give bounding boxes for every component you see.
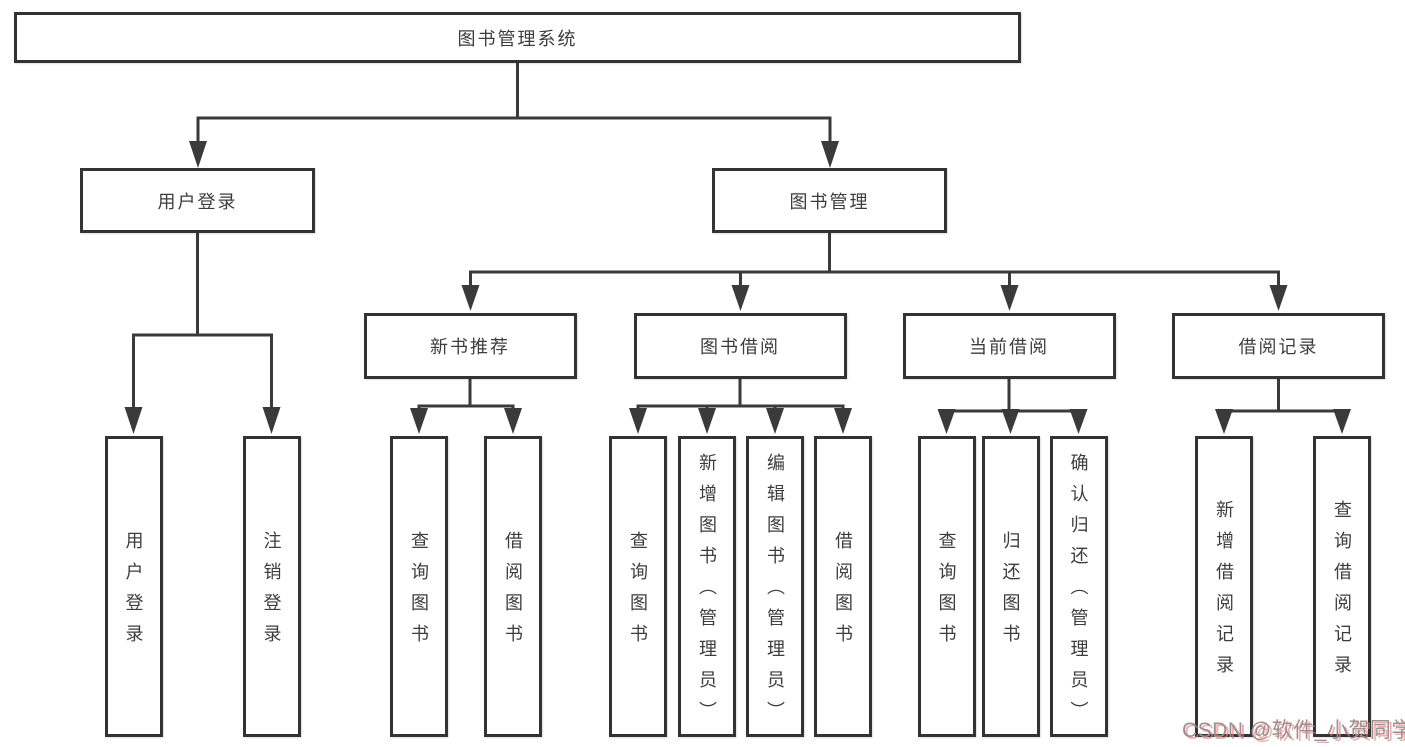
leaf-record-query-borrow-record-label: 查询借阅记录 — [1332, 499, 1352, 686]
node-library-management-system-label: 图书管理系统 — [457, 28, 578, 49]
node-book-management: 图书管理 — [712, 168, 947, 233]
leaf-newrec-borrow-books: 借阅图书 — [484, 436, 542, 737]
node-book-borrowing-label: 图书借阅 — [700, 337, 780, 357]
leaf-newrec-query-books-label: 查询图书 — [409, 530, 429, 655]
leaf-user-login: 用户登录 — [104, 436, 163, 737]
leaf-borrow-borrow-books: 借阅图书 — [814, 436, 872, 737]
leaf-logout: 注销登录 — [242, 436, 301, 737]
leaf-current-confirm-return-admin-label: 确认归还（管理员） — [1068, 453, 1089, 732]
node-borrowing-records-label: 借阅记录 — [1238, 337, 1319, 357]
node-book-management-label: 图书管理 — [789, 191, 870, 212]
leaf-newrec-borrow-books-label: 借阅图书 — [503, 530, 523, 655]
leaf-current-confirm-return-admin: 确认归还（管理员） — [1049, 436, 1108, 737]
leaf-newrec-query-books: 查询图书 — [390, 436, 448, 737]
leaf-record-query-borrow-record: 查询借阅记录 — [1313, 436, 1371, 737]
node-new-book-recommend-label: 新书推荐 — [430, 337, 510, 357]
node-current-borrowing-label: 当前借阅 — [969, 337, 1049, 357]
node-new-book-recommend: 新书推荐 — [363, 313, 577, 379]
leaf-borrow-query-books-label: 查询图书 — [628, 530, 648, 655]
node-library-management-system: 图书管理系统 — [14, 12, 1021, 63]
leaf-borrow-add-books-admin-label: 新增图书（管理员） — [697, 453, 717, 732]
leaf-borrow-query-books: 查询图书 — [609, 436, 667, 737]
leaf-current-query-books-label: 查询图书 — [936, 530, 957, 655]
node-user-login: 用户登录 — [80, 168, 315, 233]
leaf-current-query-books: 查询图书 — [917, 436, 976, 737]
leaf-record-add-borrow-record: 新增借阅记录 — [1195, 436, 1253, 737]
leaf-borrow-add-books-admin: 新增图书（管理员） — [678, 436, 736, 737]
node-user-login-label: 用户登录 — [157, 191, 238, 212]
arrow-down-icons — [124, 141, 1351, 434]
node-book-borrowing: 图书借阅 — [633, 313, 847, 379]
leaf-borrow-edit-books-admin: 编辑图书（管理员） — [746, 436, 804, 737]
csdn-watermark: CSDN @软件_小贺同学 — [1182, 719, 1405, 742]
leaf-user-login-label: 用户登录 — [123, 530, 144, 655]
leaf-record-add-borrow-record-label: 新增借阅记录 — [1214, 499, 1234, 686]
leaf-borrow-borrow-books-label: 借阅图书 — [833, 530, 853, 655]
node-current-borrowing: 当前借阅 — [902, 313, 1116, 379]
leaf-logout-label: 注销登录 — [261, 530, 282, 655]
leaf-current-return-books-label: 归还图书 — [1000, 530, 1021, 655]
leaf-borrow-edit-books-admin-label: 编辑图书（管理员） — [765, 453, 785, 732]
leaf-current-return-books: 归还图书 — [981, 436, 1040, 737]
node-borrowing-records: 借阅记录 — [1172, 313, 1385, 379]
